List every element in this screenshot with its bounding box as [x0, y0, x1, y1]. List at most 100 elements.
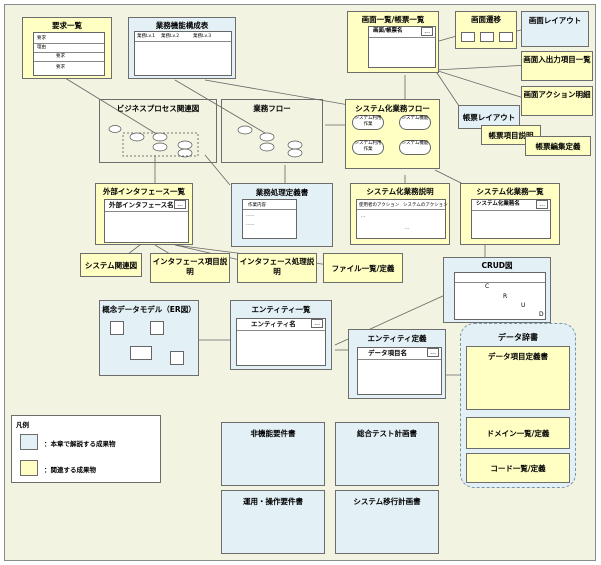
legend-blue-swatch — [20, 434, 38, 450]
system-desc-col-1: 使用者のアクション — [359, 203, 400, 208]
system-list-table: システム化業務名 ... — [471, 199, 551, 239]
business-def-title: 業務処理定義書 — [255, 188, 309, 197]
system-business-desc-box: システム化業務説明 使用者のアクション システムのアクション ... ... — [350, 183, 450, 245]
screen-action-box: 画面アクション明細 — [521, 86, 593, 116]
code-list-title: コード一覧/定義 — [490, 464, 546, 473]
req-row-2: 理由 — [37, 45, 46, 50]
external-if-title: 外部インタフェース一覧 — [102, 187, 186, 196]
system-flow-node-2: システム機能 — [399, 115, 431, 130]
entity-def-title: エンティティ定義 — [367, 334, 427, 343]
business-def-table: 作業内容 ...... ...... — [242, 199, 297, 239]
screen-io-list-box: 画面入出力項目一覧 — [521, 51, 593, 81]
transition-node-3 — [499, 32, 513, 42]
data-dictionary-title: データ辞書 — [498, 333, 538, 342]
legend-yellow-swatch — [20, 460, 38, 476]
bf-col-1: 業務Lv.1 — [137, 34, 156, 39]
system-flow-title: システム化業務フロー — [355, 104, 430, 113]
er-entity-1 — [110, 321, 124, 335]
system-desc-col-2: システムのアクション — [403, 203, 448, 208]
business-function-table-box: 業務機能構成表 業務Lv.1 業務Lv.2 業務Lv.3 — [128, 17, 236, 79]
screen-transition-title: 画面遷移 — [471, 15, 501, 24]
integration-test-plan-box: 総合テスト計画書 — [335, 422, 439, 486]
system-desc-title: システム化業務説明 — [366, 187, 434, 196]
req-row-1: 要求 — [37, 36, 46, 41]
integration-test-title: 総合テスト計画書 — [357, 429, 417, 438]
file-list-title: ファイル一覧/定義 — [331, 264, 395, 273]
business-flow-box: 業務フロー — [221, 99, 323, 163]
report-item-title: 帳票項目説明 — [488, 131, 534, 140]
crud-title: CRUD図 — [481, 261, 513, 270]
screen-transition-box: 画面遷移 — [455, 11, 517, 49]
legend-blue-label: ：本章で解説する成果物 — [44, 440, 116, 448]
system-list-title: システム化業務一覧 — [476, 187, 544, 196]
entity-list-table: エンティティ名 ... — [236, 318, 326, 366]
system-business-list-box: システム化業務一覧 システム化業務名 ... — [460, 183, 560, 245]
operation-req-title: 運用・操作要件書 — [243, 497, 303, 506]
operation-req-box: 運用・操作要件書 — [221, 490, 325, 554]
bf-col-3: 業務Lv.3 — [193, 34, 212, 39]
entity-def-header: データ項目名 — [368, 349, 407, 357]
system-business-flow-box: システム化業務フロー システム利用作業 システム機能 システム利用作業 システム… — [345, 99, 440, 169]
report-edit-title: 帳票編集定義 — [535, 142, 581, 151]
business-def-row-1: ...... — [246, 213, 255, 218]
data-dictionary-group: データ辞書 データ項目定義書 ドメイン一覧/定義 コード一覧/定義 — [460, 323, 576, 488]
transition-node-2 — [480, 32, 494, 42]
business-function-title: 業務機能構成表 — [155, 21, 209, 30]
legend-title: 凡例 — [16, 421, 29, 429]
entity-list-dots: ... — [311, 319, 323, 328]
crud-cell-c: C — [485, 283, 490, 290]
entity-def-dots: ... — [427, 348, 439, 357]
crud-table: C R U D — [454, 272, 546, 320]
diagram-canvas: 要求一覧 要求 理由 要求 要求 業務機能構成表 業務Lv.1 業務Lv.2 業… — [4, 4, 596, 561]
interface-item-box: インタフェース項目説明 — [150, 253, 230, 283]
non-functional-title: 非機能要件書 — [250, 429, 296, 438]
domain-list-box: ドメイン一覧/定義 — [466, 417, 570, 449]
business-def-header: 作業内容 — [248, 203, 266, 208]
external-if-header: 外部インタフェース名 — [109, 201, 174, 209]
interface-process-box: インタフェース処理説明 — [237, 253, 317, 283]
business-process-diagram-box: ビジネスプロセス関連図 — [99, 99, 217, 163]
report-layout-title: 帳票レイアウト — [462, 113, 516, 122]
er-entity-3 — [130, 346, 152, 360]
domain-list-title: ドメイン一覧/定義 — [486, 429, 550, 438]
req-row-4: 要求 — [56, 65, 65, 70]
system-list-header: システム化業務名 — [476, 201, 520, 207]
system-desc-row-2: ... — [405, 226, 410, 231]
entity-def-table: データ項目名 ... — [357, 347, 442, 395]
transition-node-1 — [461, 32, 475, 42]
entity-list-header: エンティティ名 — [251, 320, 296, 328]
screen-layout-title: 画面レイアウト — [528, 16, 582, 25]
screen-list-title: 画面一覧/帳票一覧 — [361, 15, 425, 24]
er-entity-2 — [150, 321, 164, 335]
business-process-def-box: 業務処理定義書 作業内容 ...... ...... — [231, 183, 333, 247]
conceptual-data-model-box: 概念データモデル（ER図） — [99, 300, 199, 376]
system-flow-node-3: システム利用作業 — [352, 140, 384, 155]
crud-diagram-box: CRUD図 C R U D — [443, 257, 551, 323]
migration-plan-title: システム移行計画書 — [353, 497, 421, 506]
screen-io-title: 画面入出力項目一覧 — [523, 55, 591, 64]
business-def-row-2: ...... — [246, 222, 255, 227]
report-edit-box: 帳票編集定義 — [525, 136, 591, 156]
legend-yellow-label: ：関連する成果物 — [44, 466, 96, 474]
screen-report-list-box: 画面一覧/帳票一覧 画面/帳票名 ... — [347, 11, 439, 73]
system-flow-node-1: システム利用作業 — [352, 115, 384, 130]
system-list-dots: ... — [536, 200, 548, 209]
er-entity-4 — [170, 351, 184, 365]
screen-list-header: 画面/帳票名 — [373, 28, 403, 34]
screen-action-title: 画面アクション明細 — [523, 90, 591, 99]
business-process-title: ビジネスプロセス関連図 — [116, 104, 200, 113]
requirements-list-title: 要求一覧 — [52, 21, 82, 30]
crud-cell-u: U — [521, 302, 526, 309]
migration-plan-box: システム移行計画書 — [335, 490, 439, 554]
code-list-box: コード一覧/定義 — [466, 453, 570, 483]
req-row-3: 要求 — [56, 54, 65, 59]
screen-layout-box: 画面レイアウト — [521, 11, 589, 47]
requirements-list-box: 要求一覧 要求 理由 要求 要求 — [22, 17, 112, 79]
entity-definition-box: エンティティ定義 データ項目名 ... — [348, 329, 446, 399]
crud-cell-d: D — [539, 311, 544, 318]
screen-list-table: 画面/帳票名 ... — [368, 26, 436, 68]
file-list-box: ファイル一覧/定義 — [323, 253, 403, 283]
interface-process-title: インタフェース処理説明 — [239, 257, 315, 276]
external-if-dots: ... — [174, 200, 186, 209]
business-flow-title: 業務フロー — [253, 104, 291, 113]
